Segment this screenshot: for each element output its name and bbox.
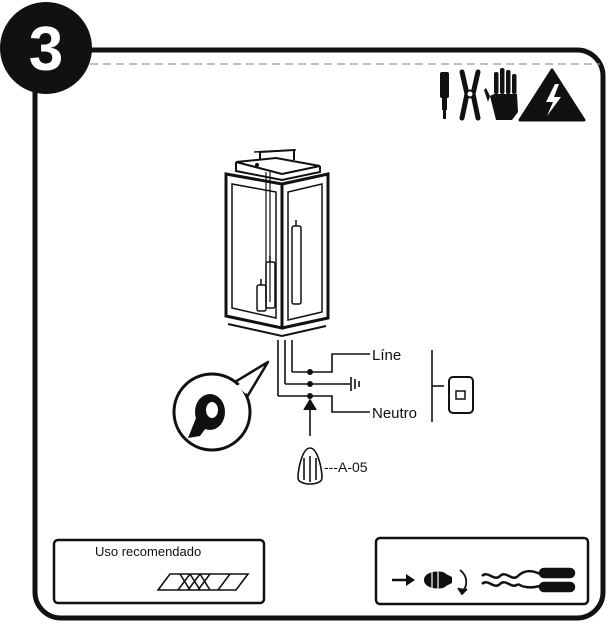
- twist-arrow-icon: [457, 569, 468, 596]
- electrical-hazard-icon: [518, 68, 586, 122]
- step-number: 3: [29, 15, 63, 84]
- step-number-badge: 3: [0, 2, 92, 94]
- lantern-illustration: [224, 148, 330, 338]
- twisted-wires-icon: [481, 567, 576, 593]
- glove-icon: [484, 68, 518, 120]
- wire-nut-icon: [424, 571, 452, 589]
- recommended-use-label: Uso recomendado: [95, 544, 201, 559]
- ground-symbol-icon: [350, 377, 360, 391]
- electrical-tape-callout: [172, 360, 270, 452]
- power-supply-bracket: [431, 350, 444, 422]
- wiring-diagram: [277, 340, 370, 436]
- arrow-right-icon: [392, 574, 415, 586]
- electrical-tape-icon: [188, 394, 225, 438]
- neutral-label: Neutro: [372, 405, 417, 422]
- step-frame: [32, 47, 606, 621]
- pliers-icon: [459, 69, 481, 121]
- connector-label: ---A-05: [324, 459, 368, 475]
- line-label: Líne: [372, 347, 401, 364]
- recommended-use-box: Uso recomendado: [52, 538, 266, 605]
- wrapped-wire-icon: [156, 573, 250, 591]
- wall-switch-icon: [448, 376, 474, 414]
- connection-procedure-box: [374, 536, 590, 606]
- wire-connector-icon: [297, 447, 323, 485]
- screwdriver-icon: [440, 72, 449, 119]
